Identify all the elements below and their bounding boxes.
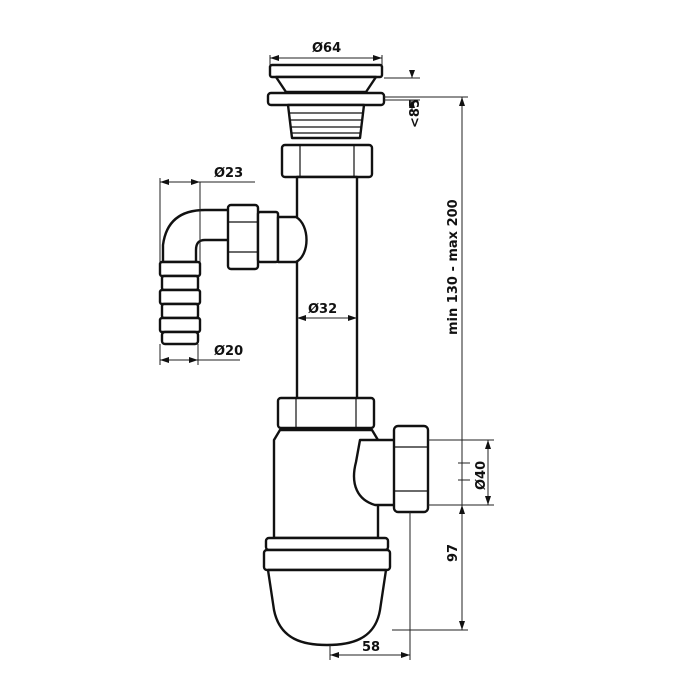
upper-nut [280, 143, 374, 179]
hose-inner-diameter-label: Ø20 [214, 344, 243, 359]
outlet-diameter-label: Ø40 [474, 461, 489, 490]
flange-height-label: <85 [408, 99, 423, 128]
hose-outer-diameter-label: Ø23 [214, 166, 243, 181]
bottle-trap [262, 424, 430, 647]
bottom-width-label: 58 [362, 640, 380, 655]
adjustable-height-label: min 130 - max 200 [446, 199, 461, 335]
side-hose-connector [158, 203, 308, 346]
bottom-height-label: 97 [446, 544, 461, 562]
vertical-pipe [295, 175, 359, 401]
pipe-diameter-label: Ø32 [308, 302, 337, 317]
arrowheads [160, 55, 491, 658]
dimension-lines [159, 55, 494, 660]
top-strainer [266, 63, 386, 140]
top-diameter-label: Ø64 [312, 41, 341, 56]
lower-nut [276, 396, 376, 430]
